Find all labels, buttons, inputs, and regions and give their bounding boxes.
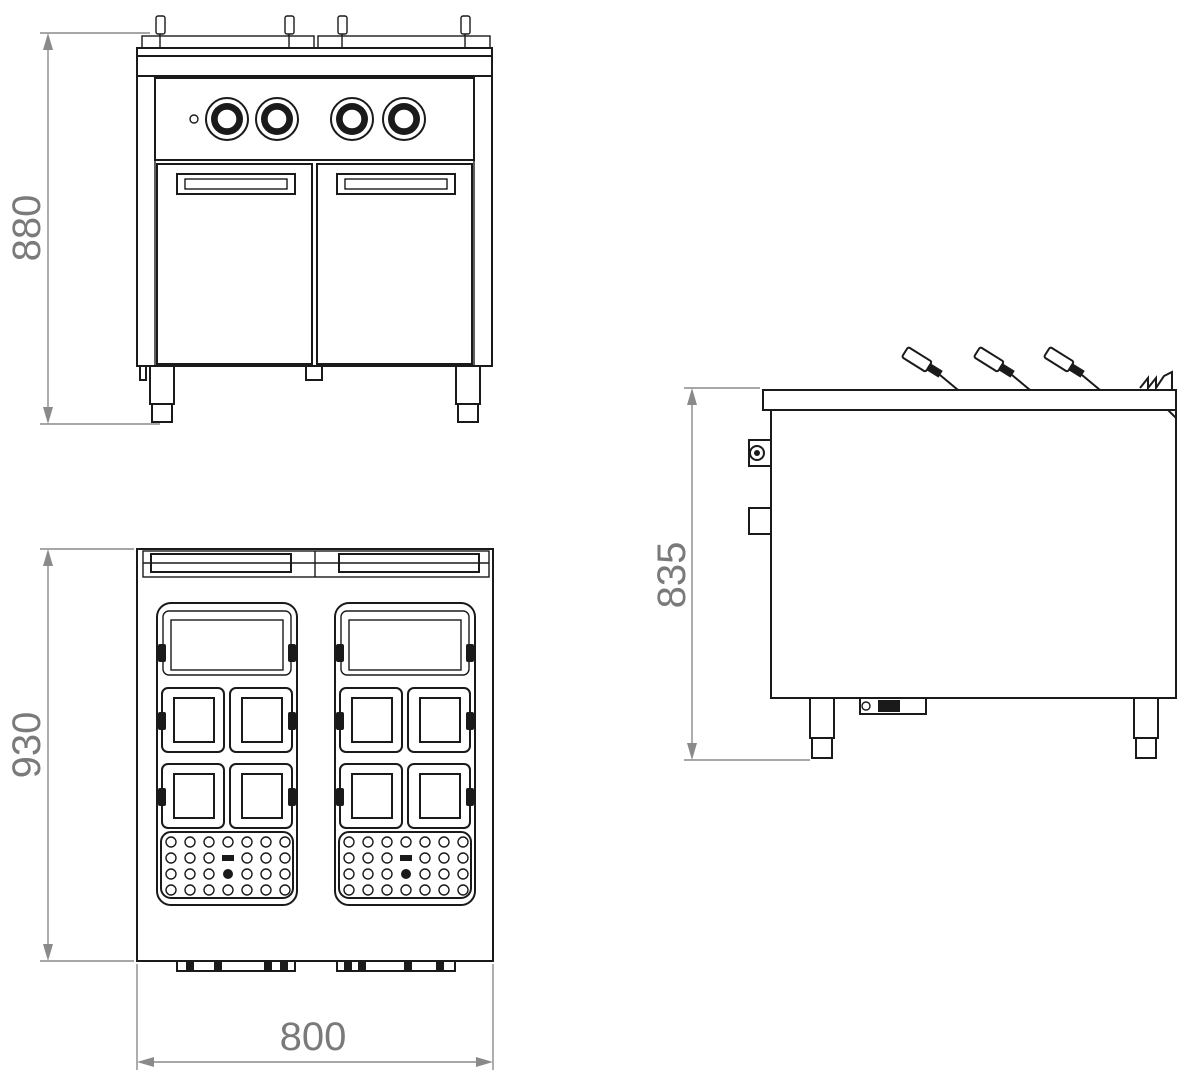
top-knob-strip	[176, 960, 456, 972]
front-feet	[139, 365, 481, 423]
front-drain-valve	[305, 365, 323, 381]
side-view: 835	[650, 346, 1177, 761]
dimension-depth-top: 930	[5, 548, 134, 962]
door-handles	[176, 173, 456, 195]
dimension-height-side: 835	[650, 387, 810, 761]
right-drain-perforations	[343, 836, 469, 896]
left-door	[156, 163, 313, 365]
dimension-label-side-height: 835	[650, 542, 694, 609]
dimension-height-front: 880	[5, 32, 160, 425]
left-tank	[156, 602, 298, 906]
right-tank	[334, 602, 476, 906]
dimension-label-front-height: 880	[5, 195, 49, 262]
top-back-rail	[142, 550, 490, 578]
indicator-light-icon	[189, 114, 199, 124]
side-basket-handles	[901, 346, 1173, 392]
top-view: 930 800	[5, 548, 494, 1070]
right-door	[316, 163, 473, 365]
control-panel	[154, 77, 475, 161]
dimension-label-plan-depth: 930	[5, 712, 49, 779]
side-feet	[809, 697, 1159, 759]
front-basket-handles	[141, 15, 491, 49]
side-body	[770, 409, 1177, 699]
front-view: 880	[5, 15, 493, 425]
dimension-width-top: 800	[136, 964, 494, 1070]
left-drain-perforations	[165, 836, 291, 896]
side-worktop	[762, 389, 1177, 421]
side-knob-icon	[748, 439, 772, 467]
side-inlet	[748, 507, 772, 535]
dimension-label-plan-width: 800	[280, 1015, 347, 1059]
side-drain-valve	[859, 697, 927, 715]
front-worktop	[136, 47, 493, 57]
control-knobs	[205, 97, 426, 141]
top-outline	[136, 548, 494, 962]
